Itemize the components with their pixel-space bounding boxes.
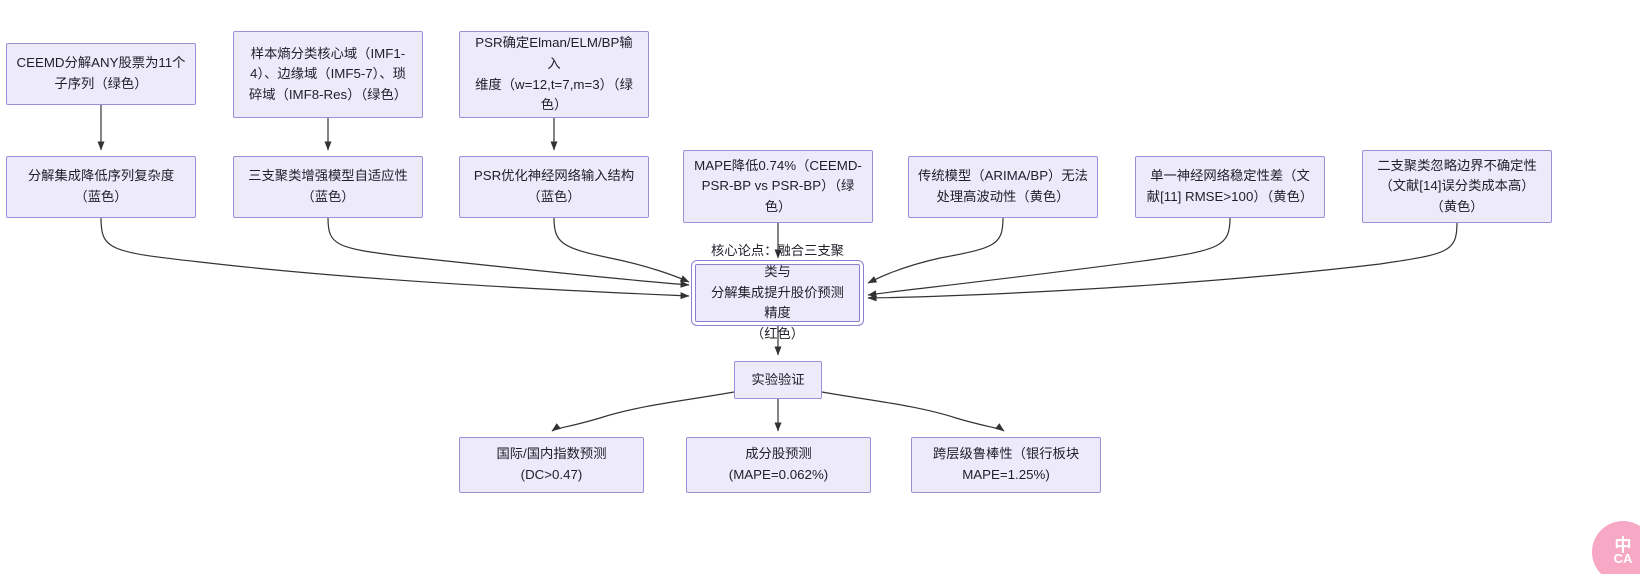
node-label: 三支聚类增强模型自适应性 （蓝色） (248, 168, 408, 204)
node-mape-improvement[interactable]: MAPE降低0.74%（CEEMD- PSR-BP vs PSR-BP）（绿 色… (683, 150, 873, 223)
node-label: MAPE降低0.74%（CEEMD- PSR-BP vs PSR-BP）（绿 色… (694, 157, 862, 214)
node-label: 样本熵分类核心域（IMF1- 4）、边缘域（IMF5-7）、琐 碎域（IMF8-… (248, 45, 408, 102)
watermark-subtext: CA (1613, 551, 1633, 566)
node-cross-level-robustness-result[interactable]: 跨层级鲁棒性（银行板块 MAPE=1.25%) (911, 437, 1101, 493)
node-two-way-clustering-limitation[interactable]: 二支聚类忽略边界不确定性 （文献[14]误分类成本高） （黄色） (1362, 150, 1552, 223)
node-traditional-model-limitation[interactable]: 传统模型（ARIMA/BP）无法 处理高波动性（黄色） (908, 156, 1098, 218)
node-label: 国际/国内指数预测 (DC>0.47) (496, 446, 607, 482)
edge-n8-to-core (867, 217, 1004, 284)
node-psr-optimizes-input-structure[interactable]: PSR优化神经网络输入结构 （蓝色） (459, 156, 649, 218)
node-decomposition-reduces-complexity[interactable]: 分解集成降低序列复杂度 （蓝色） (6, 156, 196, 218)
node-label: 二支聚类忽略边界不确定性 （文献[14]误分类成本高） （黄色） (1377, 157, 1537, 214)
edge-n6-to-core (553, 217, 690, 283)
node-label: PSR确定Elman/ELM/BP输入 维度（w=12,t=7,m=3）（绿 色… (475, 35, 633, 113)
node-label: 成分股预测 (MAPE=0.062%) (728, 446, 829, 482)
edge-n10-to-core (867, 222, 1458, 302)
edge-n9-to-core (867, 217, 1231, 298)
edge-n5-to-core (327, 217, 690, 288)
edge-exp-to-r1 (551, 391, 735, 432)
node-label: 分解集成降低序列复杂度 （蓝色） (27, 168, 175, 204)
node-label: 跨层级鲁棒性（银行板块 MAPE=1.25%) (932, 446, 1080, 482)
node-label: PSR优化神经网络输入结构 （蓝色） (473, 168, 635, 204)
watermark-badge: 中 CA (1592, 521, 1640, 574)
node-sample-entropy-classify[interactable]: 样本熵分类核心域（IMF1- 4）、边缘域（IMF5-7）、琐 碎域（IMF8-… (233, 31, 423, 118)
node-label: 单一神经网络稳定性差（文 献[11] RMSE>100）（黄色） (1146, 168, 1314, 204)
node-constituent-stock-forecast-result[interactable]: 成分股预测 (MAPE=0.062%) (686, 437, 871, 493)
node-label: CEEMD分解ANY股票为11个 子序列（绿色） (16, 55, 186, 91)
node-core-thesis[interactable]: 核心论点：融合三支聚类与 分解集成提升股价预测精度 （红色） (691, 243, 864, 341)
watermark-text: 中 (1614, 536, 1632, 555)
node-three-way-clustering-adaptivity[interactable]: 三支聚类增强模型自适应性 （蓝色） (233, 156, 423, 218)
edge-n4-to-core (100, 217, 690, 300)
node-label: 核心论点：融合三支聚类与 分解集成提升股价预测精度 （红色） (711, 243, 844, 341)
edge-exp-to-r3 (821, 391, 1005, 432)
node-ceemd-decompose[interactable]: CEEMD分解ANY股票为11个 子序列（绿色） (6, 43, 196, 105)
node-index-forecast-result[interactable]: 国际/国内指数预测 (DC>0.47) (459, 437, 644, 493)
node-single-network-instability[interactable]: 单一神经网络稳定性差（文 献[11] RMSE>100）（黄色） (1135, 156, 1325, 218)
node-psr-input-dimension[interactable]: PSR确定Elman/ELM/BP输入 维度（w=12,t=7,m=3）（绿 色… (459, 31, 649, 118)
node-label: 实验验证 (751, 371, 805, 387)
node-label: 传统模型（ARIMA/BP）无法 处理高波动性（黄色） (918, 168, 1088, 204)
node-experimental-validation[interactable]: 实验验证 (734, 361, 822, 399)
